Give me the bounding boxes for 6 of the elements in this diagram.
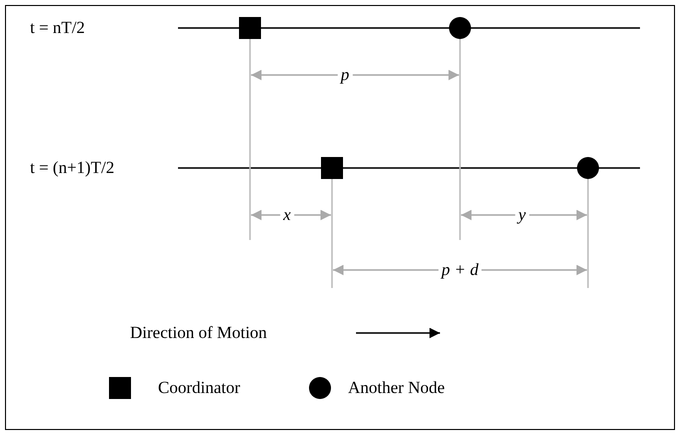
legend-label: Another Node — [348, 378, 445, 398]
legend-label: Coordinator — [158, 378, 240, 398]
time-label: t = nT/2 — [30, 18, 85, 38]
direction-label: Direction of Motion — [130, 323, 267, 343]
dimension-label: p + d — [438, 260, 482, 280]
time-label: t = (n+1)T/2 — [30, 158, 114, 178]
